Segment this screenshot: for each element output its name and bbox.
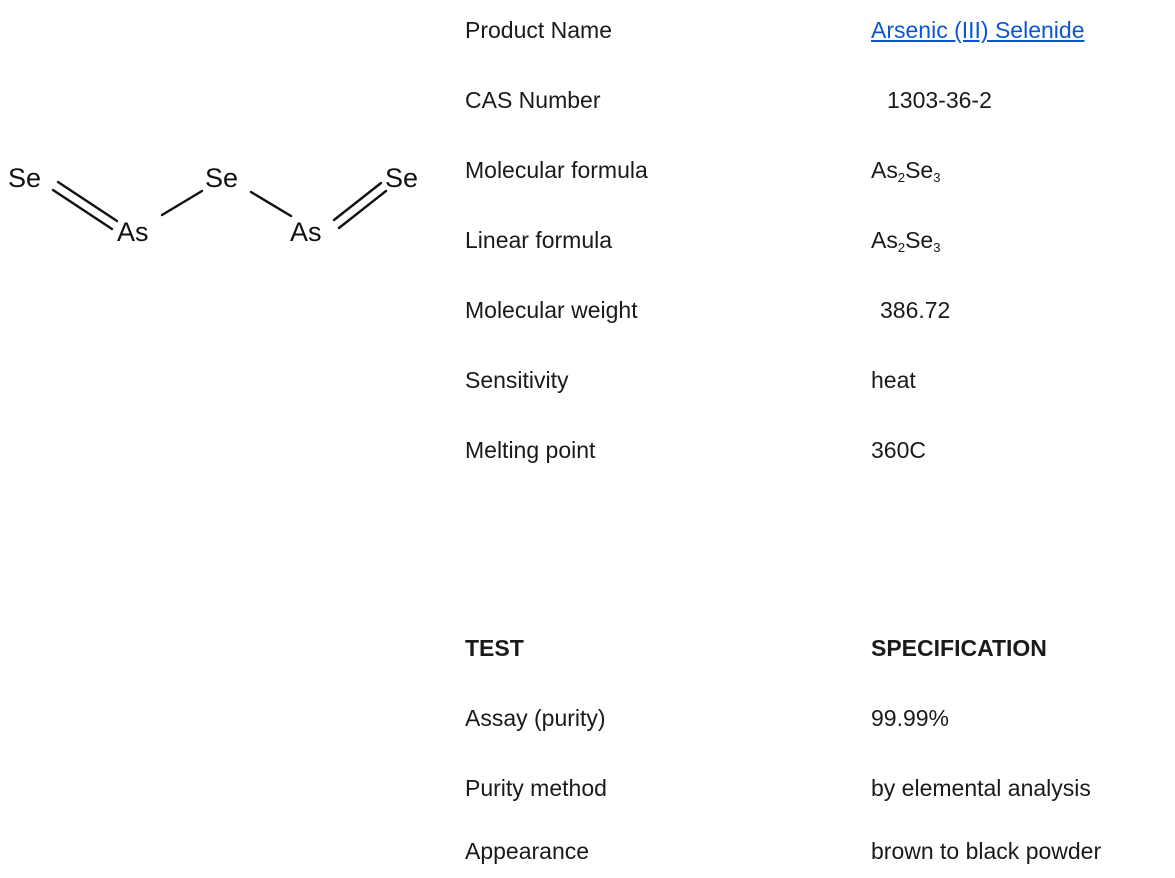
- molecular-weight-label: Molecular weight: [465, 297, 638, 323]
- formula-subscript-se: 3: [933, 170, 941, 185]
- product-name-label: Product Name: [465, 17, 613, 43]
- cas-number-value: 1303-36-2: [887, 87, 992, 113]
- spec-row-assay: Assay (purity) 99.99%: [0, 700, 1175, 736]
- bond-as-se-single: [160, 189, 204, 217]
- bond-se-as-single: [249, 190, 293, 218]
- bond-se-as-double-a: [56, 180, 119, 223]
- formula-element-as: As: [871, 227, 898, 253]
- spec-row-purity-method: Purity method by elemental analysis: [0, 770, 1175, 806]
- structure-svg: Se As Se As Se: [8, 163, 418, 247]
- property-row-melting-point: Melting point 360C: [0, 432, 1175, 468]
- spec-value-purity-method: by elemental analysis: [871, 775, 1091, 801]
- test-column-header: TEST: [465, 635, 524, 661]
- melting-point-label: Melting point: [465, 437, 596, 463]
- bond-se-as-double-b: [51, 188, 114, 231]
- atom-as-1: As: [117, 217, 149, 247]
- atom-se-2: Se: [205, 163, 238, 193]
- linear-formula-label: Linear formula: [465, 227, 613, 253]
- atom-se-1: Se: [8, 163, 41, 193]
- formula-subscript-as: 2: [897, 170, 906, 185]
- formula-subscript-se: 3: [933, 240, 941, 255]
- bond-as-se-double-a: [332, 181, 383, 222]
- spec-test-assay: Assay (purity): [465, 705, 606, 731]
- property-row-molecular-weight: Molecular weight 386.72: [0, 292, 1175, 328]
- molecular-weight-value: 386.72: [880, 297, 951, 323]
- spec-test-appearance: Appearance: [465, 838, 590, 864]
- spec-value-assay: 99.99%: [871, 705, 950, 731]
- spec-table-header: TEST SPECIFICATION: [0, 630, 1175, 666]
- property-row-cas-number: CAS Number 1303-36-2: [0, 82, 1175, 118]
- sensitivity-value: heat: [871, 367, 916, 393]
- property-row-product-name: Product Name Arsenic (III) Selenide: [0, 12, 1175, 48]
- property-row-linear-formula: Linear formula As2Se3: [0, 222, 1175, 258]
- formula-subscript-as: 2: [897, 240, 906, 255]
- specification-column-header: SPECIFICATION: [871, 635, 1047, 661]
- molecular-formula-value: As2Se3: [871, 152, 940, 188]
- spec-value-appearance: brown to black powder: [871, 838, 1102, 864]
- bonds: [51, 180, 388, 231]
- cas-number-label: CAS Number: [465, 87, 601, 113]
- chemical-structure-diagram: Se As Se As Se: [0, 140, 440, 270]
- product-name-link[interactable]: Arsenic (III) Selenide: [871, 17, 1085, 43]
- formula-element-se: Se: [905, 227, 934, 253]
- atom-se-3: Se: [385, 163, 418, 193]
- formula-element-se: Se: [905, 157, 934, 183]
- formula-element-as: As: [871, 157, 898, 183]
- spec-test-purity-method: Purity method: [465, 775, 607, 801]
- linear-formula-value: As2Se3: [871, 222, 940, 258]
- melting-point-value: 360C: [871, 437, 926, 463]
- property-row-molecular-formula: Molecular formula As2Se3: [0, 152, 1175, 188]
- molecular-formula-label: Molecular formula: [465, 157, 648, 183]
- atom-as-2: As: [290, 217, 322, 247]
- spec-row-appearance: Appearance brown to black powder: [0, 833, 1175, 869]
- sensitivity-label: Sensitivity: [465, 367, 569, 393]
- property-row-sensitivity: Sensitivity heat: [0, 362, 1175, 398]
- bond-as-se-double-b: [337, 189, 388, 230]
